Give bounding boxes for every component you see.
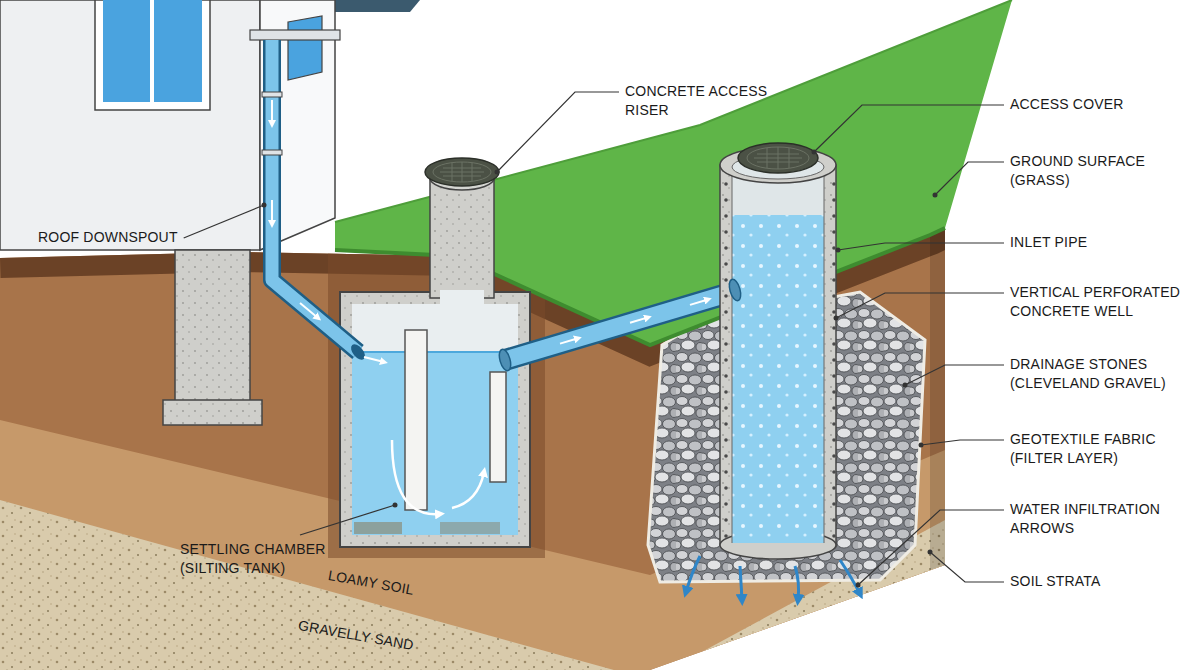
leader-dot <box>933 193 938 198</box>
soil-side-face <box>930 228 945 570</box>
leader-dot <box>928 550 933 555</box>
leader-line <box>921 440 1004 445</box>
leader-line <box>935 162 1004 195</box>
grass-surface <box>335 0 1012 345</box>
callout-label: GROUND SURFACE (GRASS) <box>1010 152 1194 190</box>
settling-chamber <box>340 158 530 547</box>
callout-label: ROOF DOWNSPOUT <box>38 228 178 247</box>
downspout-pipe <box>262 40 384 362</box>
leader-dot <box>836 248 841 253</box>
leader-dot <box>834 316 839 321</box>
infiltration-arrows <box>686 556 860 600</box>
callout-label: GEOTEXTILE FABRIC (FILTER LAYER) <box>1010 430 1194 468</box>
leader-dot <box>262 203 267 208</box>
callout-label: WATER INFILTRATION ARROWS <box>1010 500 1194 538</box>
stratum-label: LOAMY SOIL <box>327 566 416 600</box>
leader-line <box>814 105 1004 152</box>
leader-dot <box>495 170 500 175</box>
perforated-well <box>720 143 836 559</box>
leader-line <box>930 552 1004 582</box>
leader-line <box>497 92 619 172</box>
callout-label: DRAINAGE STONES (CLEVELAND GRAVEL) <box>1010 355 1194 393</box>
leader-dot <box>393 503 398 508</box>
callout-label: ACCESS COVER <box>1010 95 1194 114</box>
callout-label: VERTICAL PERFORATED CONCRETE WELL <box>1010 283 1194 321</box>
leader-dot <box>812 150 817 155</box>
leader-dot <box>903 383 908 388</box>
leader-line <box>905 365 1004 385</box>
outlet-pipe <box>497 290 740 372</box>
leader-line <box>838 243 1004 250</box>
leader-line <box>836 293 1004 318</box>
leader-line <box>300 505 395 535</box>
leader-dot <box>856 583 861 588</box>
leader-dot <box>919 443 924 448</box>
leader-line <box>858 510 1004 585</box>
stratum-label: GRAVELLY SAND <box>297 616 416 655</box>
callout-label: SOIL STRATA <box>1010 572 1101 591</box>
leader-line <box>184 205 264 238</box>
callout-label: CONCRETE ACCESS RISER <box>625 82 775 120</box>
callout-label: INLET PIPE <box>1010 233 1194 252</box>
